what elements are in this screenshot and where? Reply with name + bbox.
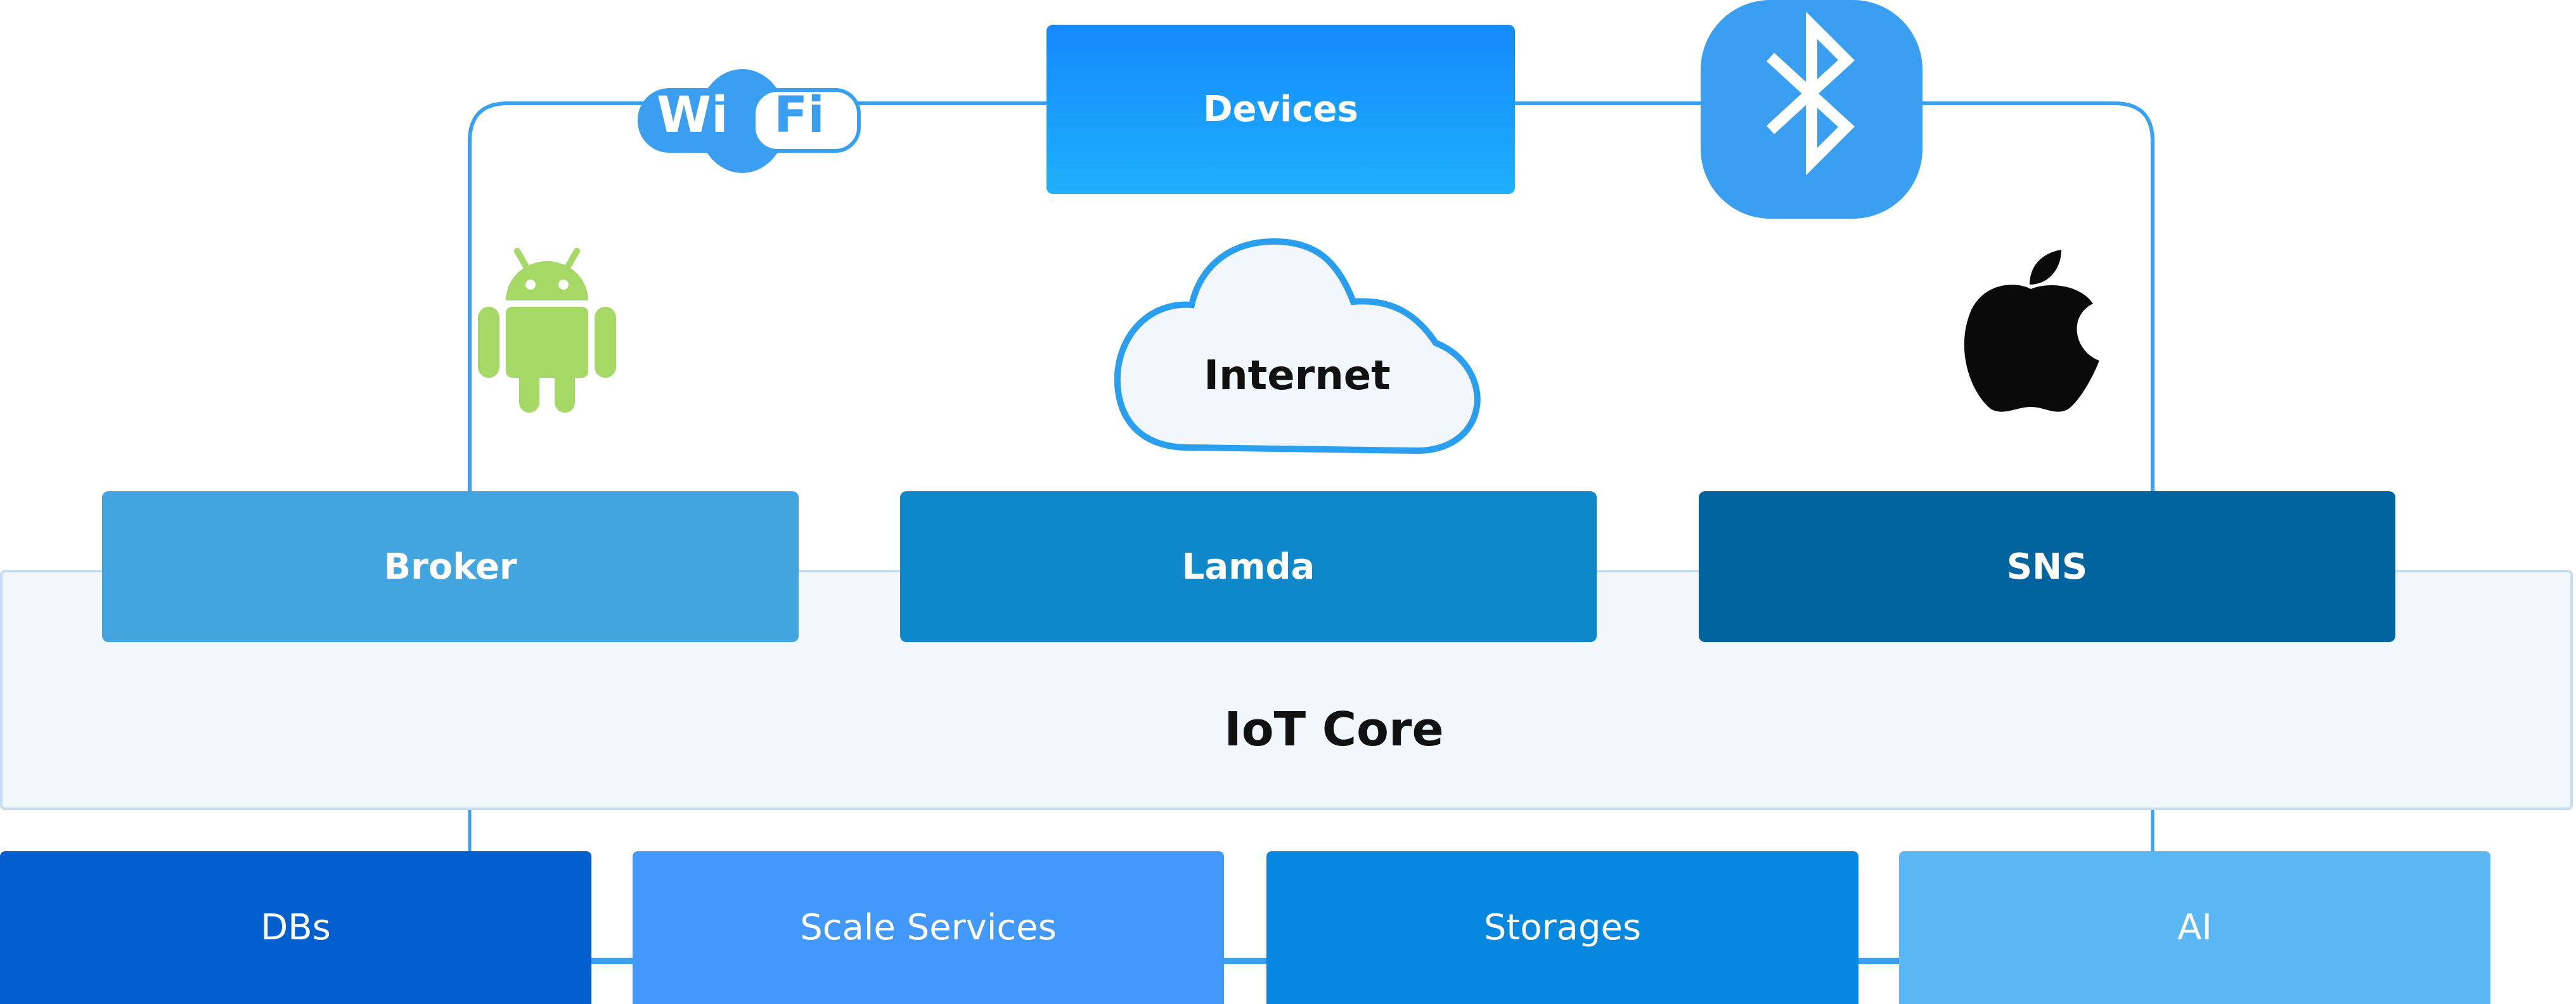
storages-label: Storages	[1483, 907, 1642, 948]
ai-box[interactable]: AI	[1899, 851, 2490, 1004]
wifi-icon: Wi Fi	[638, 69, 861, 173]
lamda-label: Lamda	[1182, 546, 1315, 588]
wifi-label-wi: Wi	[657, 87, 728, 144]
lamda-box[interactable]: Lamda	[900, 491, 1597, 642]
broker-label: Broker	[383, 546, 517, 588]
ai-label: AI	[2177, 907, 2212, 948]
broker-box[interactable]: Broker	[102, 491, 799, 642]
cloud-icon	[1114, 238, 1481, 454]
apple-icon	[1964, 250, 2099, 412]
dbs-label: DBs	[261, 907, 331, 948]
scale-services-label: Scale Services	[800, 907, 1057, 948]
scale-services-box[interactable]: Scale Services	[633, 851, 1224, 1004]
android-icon	[478, 248, 616, 413]
bluetooth-icon	[1701, 0, 1922, 219]
iot-core-label: IoT Core	[1224, 702, 1444, 757]
wifi-label-fi: Fi	[774, 87, 825, 144]
devices-box[interactable]: Devices	[1046, 25, 1515, 194]
dbs-box[interactable]: DBs	[0, 851, 591, 1004]
internet-label: Internet	[1204, 352, 1391, 399]
devices-label: Devices	[1203, 89, 1358, 130]
sns-label: SNS	[2006, 546, 2088, 588]
internet-cloud[interactable]: Internet	[1112, 238, 1482, 458]
storages-box[interactable]: Storages	[1266, 851, 1858, 1004]
sns-box[interactable]: SNS	[1699, 491, 2395, 642]
